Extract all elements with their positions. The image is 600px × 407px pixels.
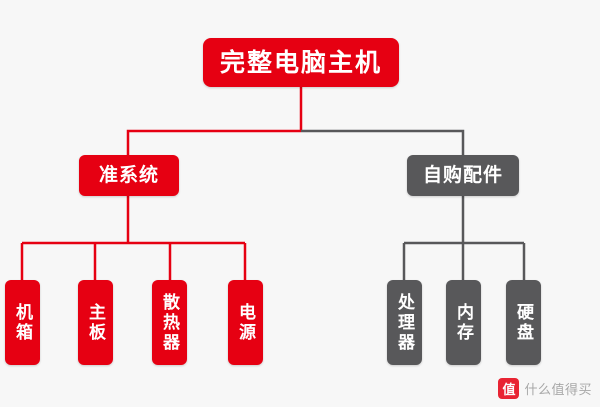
node-leaf-cpu[interactable]: 处理器: [387, 280, 422, 365]
watermark-text: 什么值得买: [524, 382, 592, 397]
watermark: 值 什么值得买: [498, 378, 592, 399]
node-leaf-memory[interactable]: 内存: [446, 280, 481, 365]
node-root[interactable]: 完整电脑主机: [203, 38, 399, 87]
node-leaf-cooler[interactable]: 散热器: [152, 280, 187, 365]
node-branch-self-purchased[interactable]: 自购配件: [407, 155, 519, 196]
node-leaf-storage[interactable]: 硬盘: [506, 280, 541, 365]
node-leaf-motherboard[interactable]: 主板: [78, 280, 113, 365]
watermark-logo-icon: 值: [498, 378, 520, 399]
node-leaf-case[interactable]: 机箱: [5, 280, 40, 365]
node-branch-barebone[interactable]: 准系统: [79, 155, 179, 196]
node-leaf-power-supply[interactable]: 电源: [228, 280, 263, 365]
